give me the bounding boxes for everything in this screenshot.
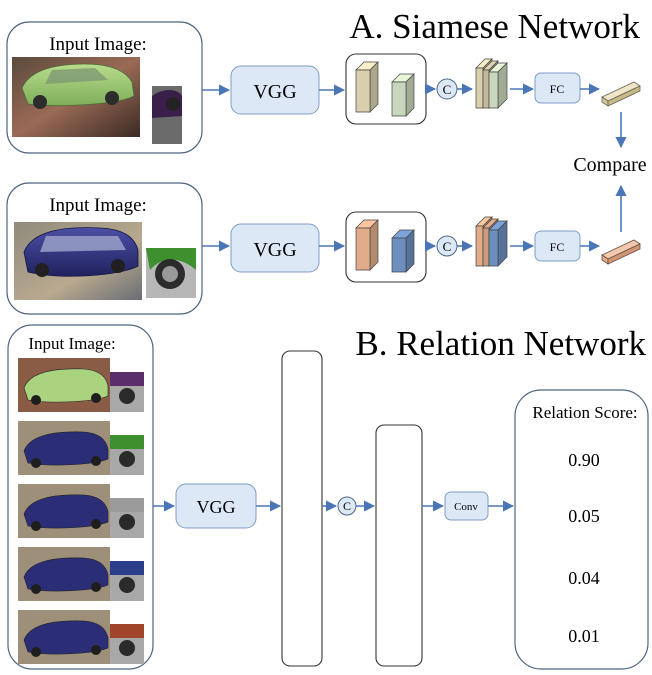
feature-block-front — [391, 81, 407, 117]
siamese-title: A. Siamese Network — [349, 7, 640, 46]
car-thumbnail-wheel — [91, 456, 101, 466]
car-thumbnail-wheel — [91, 582, 101, 592]
patch-thumbnail-wheel — [119, 514, 135, 530]
green-car-image — [12, 57, 140, 137]
purple-patch-image — [152, 86, 182, 144]
relation-input-thumbnails — [18, 358, 144, 664]
car-thumbnail-wheel — [91, 645, 101, 655]
car-thumbnail-body — [23, 494, 109, 529]
relation-conv-label: Conv — [454, 501, 478, 513]
siamese-fc-top: FC — [534, 72, 581, 104]
patch-thumbnail-wheel — [119, 451, 135, 467]
feature-block-side — [369, 61, 379, 113]
compare-label: Compare — [573, 154, 646, 176]
relation-conv: Conv — [444, 491, 489, 521]
relation-vgg-label: VGG — [197, 497, 236, 517]
feature-block-front — [488, 229, 499, 267]
car-thumbnail-body — [23, 620, 109, 655]
blue-van-image — [14, 222, 142, 300]
siamese-fc-bottom: FC — [534, 230, 581, 262]
relation-concat: C — [337, 496, 357, 516]
patch-thumbnail-wheel — [119, 577, 135, 593]
siamese-fc-top-label: FC — [550, 82, 565, 96]
siamese-concat-bottom-label: C — [443, 239, 452, 254]
car-thumbnail-body — [23, 368, 109, 403]
green-wheel-image — [146, 248, 196, 298]
siamese-input-box-top: Input Image: — [6, 21, 203, 154]
car-thumbnail-body — [23, 431, 109, 466]
siamese-vgg-top-label: VGG — [253, 81, 296, 103]
siamese-concat-top-label: C — [443, 82, 452, 97]
patch-thumbnail-color — [110, 435, 144, 449]
relation-score-value: 0.04 — [568, 568, 600, 588]
relation-concat-column — [375, 424, 423, 667]
car-thumbnail-wheel — [31, 584, 41, 594]
patch-thumbnail-color — [110, 498, 144, 512]
siamese-concat-top: C — [436, 78, 458, 100]
siamese-output-vector-top — [601, 81, 641, 107]
relation-score-value: 0.05 — [568, 506, 600, 526]
car-thumbnail-wheel — [31, 458, 41, 468]
siamese-concat-bottom: C — [436, 235, 458, 257]
feature-block-front — [475, 67, 484, 109]
siamese-arrows — [202, 83, 627, 252]
relation-input-label: Input Image: — [28, 334, 115, 353]
feature-block-front — [355, 227, 371, 271]
relation-score-value: 0.90 — [568, 450, 600, 470]
relation-title: B. Relation Network — [355, 324, 646, 363]
feature-block-front — [391, 237, 407, 273]
patch-thumbnail-color — [110, 624, 144, 638]
siamese-input-box-bottom: Input Image: — [6, 182, 203, 315]
feature-block-front — [482, 69, 490, 109]
siamese-vgg-bottom-label: VGG — [253, 239, 296, 261]
car-thumbnail-wheel — [31, 521, 41, 531]
siamese-vgg-top: VGG — [230, 65, 320, 115]
feature-block-front — [488, 71, 499, 109]
relation-feature-column — [281, 350, 323, 667]
feature-block-front — [355, 69, 371, 113]
patch-thumbnail-wheel — [119, 388, 135, 404]
patch-thumbnail-wheel — [119, 640, 135, 656]
feature-block-front — [475, 225, 484, 267]
siamese-input-label-top: Input Image: — [49, 34, 147, 55]
car-thumbnail-body — [23, 557, 109, 592]
relation-concat-label: C — [343, 499, 351, 513]
patch-thumbnail-color — [110, 561, 144, 575]
siamese-input-label-bottom: Input Image: — [49, 195, 147, 216]
patch-thumbnail-color — [110, 372, 144, 386]
relation-score-title: Relation Score: — [532, 403, 637, 422]
relation-vgg: VGG — [175, 483, 257, 529]
siamese-fc-bottom-label: FC — [550, 240, 565, 254]
relation-score-value: 0.01 — [568, 626, 600, 646]
siamese-vgg-bottom: VGG — [230, 223, 320, 273]
relation-score-box: Relation Score: 0.90 0.05 0.04 0.01 — [514, 389, 649, 670]
car-thumbnail-wheel — [31, 647, 41, 657]
car-thumbnail-wheel — [91, 393, 101, 403]
car-thumbnail-wheel — [31, 395, 41, 405]
feature-block-side — [369, 219, 379, 271]
siamese-output-vector-bottom — [601, 239, 641, 265]
car-thumbnail-wheel — [91, 519, 101, 529]
feature-block-front — [482, 227, 490, 267]
